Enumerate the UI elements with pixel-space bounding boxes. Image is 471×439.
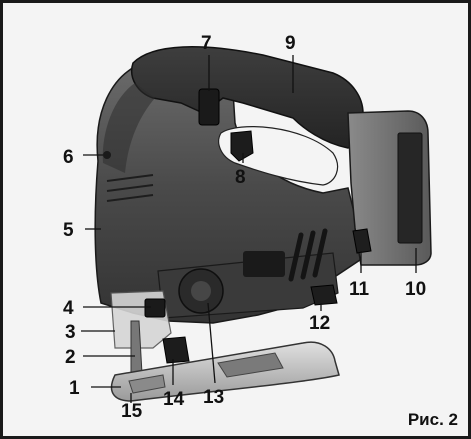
rear-vents — [106, 174, 154, 202]
rear-panel — [102, 83, 155, 173]
jigsaw-diagram: 1 2 3 4 5 6 7 8 9 10 11 12 13 14 15 — [63, 33, 432, 422]
callout-3: 3 — [65, 322, 76, 343]
callout-2: 2 — [65, 347, 76, 368]
callout-13: 13 — [203, 387, 224, 408]
callout-5: 5 — [63, 220, 74, 241]
orbital-lever — [310, 284, 338, 306]
led-light — [103, 151, 111, 159]
front-vents — [288, 228, 328, 282]
trigger — [230, 130, 254, 162]
bevel-knob-center — [191, 281, 211, 301]
battery-window — [397, 132, 423, 244]
callout-6: 6 — [63, 147, 74, 168]
vent-slot — [243, 251, 285, 277]
callout-8: 8 — [235, 167, 246, 188]
shoe-front-slot — [128, 374, 166, 394]
callout-10: 10 — [405, 279, 426, 300]
callout-4: 4 — [63, 298, 74, 319]
callout-12: 12 — [309, 313, 330, 334]
leader-lines — [81, 55, 417, 403]
callout-11: 11 — [349, 279, 370, 300]
blade-clamp — [144, 298, 166, 318]
callout-15: 15 — [121, 401, 143, 422]
shoe-cutout — [217, 352, 284, 378]
callout-1: 1 — [69, 378, 80, 399]
speed-switch — [198, 88, 220, 126]
figure-caption: Рис. 2 — [407, 410, 458, 429]
callout-7: 7 — [201, 33, 212, 54]
battery-release-button — [352, 228, 372, 254]
callout-14: 14 — [163, 389, 185, 410]
callout-9: 9 — [285, 33, 296, 54]
shoe-lock-lever — [162, 336, 190, 364]
